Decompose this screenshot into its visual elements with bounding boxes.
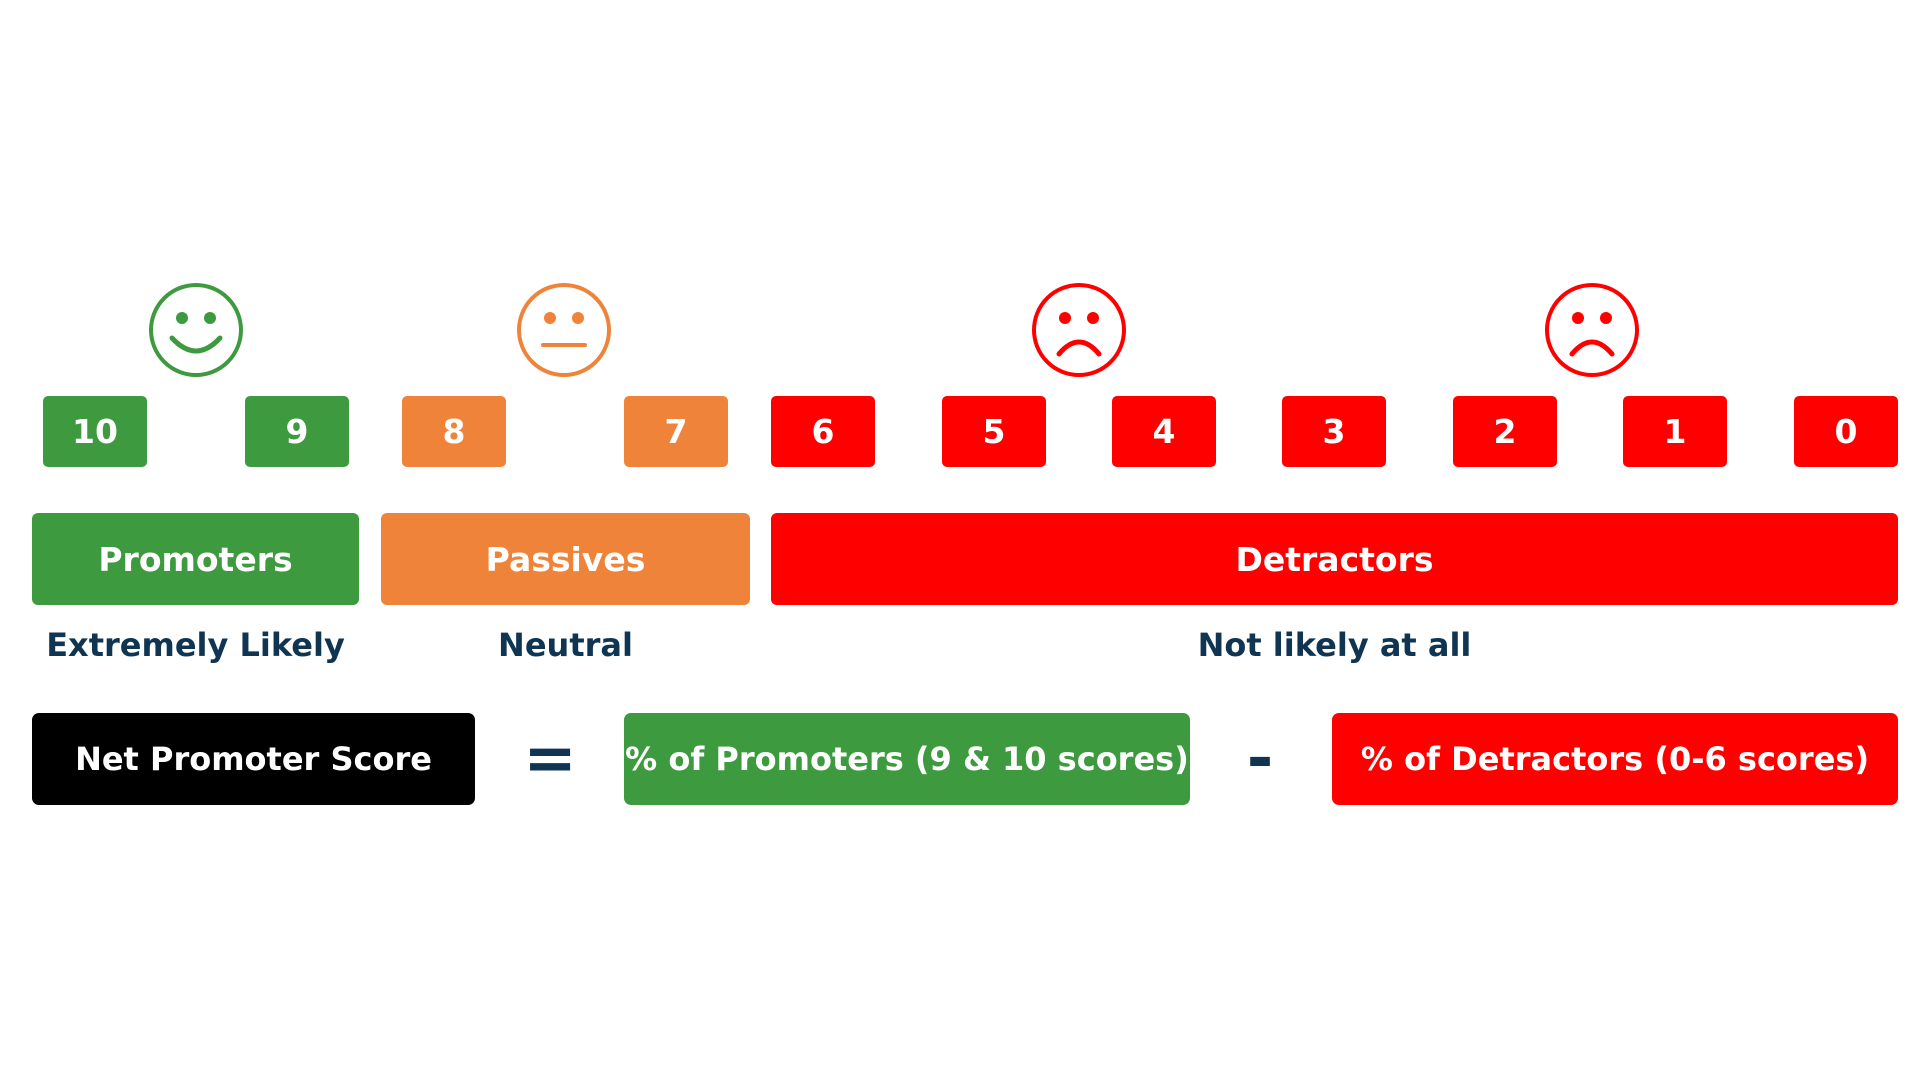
score-2-box: 2 [1453,396,1557,467]
promoters-caption: Extremely Likely [46,626,345,664]
net-promoter-score-box: Net Promoter Score [32,713,475,805]
neutral-face-icon [516,282,612,378]
detractors-percentage-box: % of Detractors (0-6 scores) [1332,713,1898,805]
score-9-box: 9 [245,396,349,467]
smiley-face-icon [148,282,244,378]
equals-sign: = [523,722,577,796]
score-0-box: 0 [1794,396,1898,467]
promoters-bar: Promoters [32,513,359,605]
score-10-box: 10 [43,396,147,467]
sad-face-icon [1544,282,1640,378]
promoters-percentage-box: % of Promoters (9 & 10 scores) [624,713,1190,805]
passives-bar: Passives [381,513,750,605]
score-6-box: 6 [771,396,875,467]
score-4-box: 4 [1112,396,1216,467]
minus-sign: - [1246,722,1274,796]
detractors-caption: Not likely at all [1197,626,1472,664]
score-8-box: 8 [402,396,506,467]
score-7-box: 7 [624,396,728,467]
score-5-box: 5 [942,396,1046,467]
passives-caption: Neutral [498,626,633,664]
score-3-box: 3 [1282,396,1386,467]
detractors-bar: Detractors [771,513,1898,605]
sad-face-icon [1031,282,1127,378]
score-1-box: 1 [1623,396,1727,467]
